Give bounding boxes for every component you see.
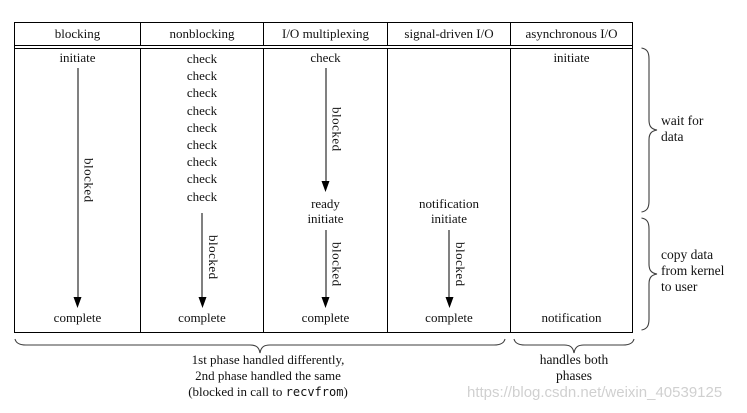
wait-for-data-brace	[641, 47, 658, 213]
blocked-label: blocked	[329, 242, 345, 287]
column-header-multiplexing: I/O multiplexing	[264, 23, 388, 45]
copy-data-label: copy data from kernel to user	[661, 247, 725, 294]
multiplexing-initiate-label: initiate	[307, 211, 344, 226]
check-item: check	[186, 68, 218, 84]
column-multiplexing: check blocked ready initiate blocked com…	[264, 49, 388, 332]
blocked-label: blocked	[81, 158, 97, 203]
multiplexing-ready-label: ready	[311, 196, 340, 211]
check-item: check	[186, 154, 218, 170]
down-arrow	[73, 68, 82, 308]
copy-data-brace	[641, 217, 658, 331]
down-arrow	[198, 213, 207, 308]
nonblocking-complete-label: complete	[178, 310, 226, 325]
signal-initiate-label: initiate	[430, 211, 468, 226]
io-models-table: blocking nonblocking I/O multiplexing si…	[14, 22, 633, 333]
check-item: check	[186, 119, 218, 135]
async-initiate-label: initiate	[553, 50, 590, 65]
column-header-signal-driven: signal-driven I/O	[388, 23, 511, 45]
check-item: check	[186, 85, 218, 101]
blocked-label: blocked	[206, 235, 221, 280]
column-blocking: initiate blocked complete	[15, 49, 141, 332]
table-body: initiate blocked complete check check ch…	[15, 49, 632, 332]
signal-notification-label: notification	[419, 196, 479, 211]
column-asynchronous: initiate notification	[511, 49, 632, 332]
table-header-row: blocking nonblocking I/O multiplexing si…	[15, 23, 632, 49]
column-header-asynchronous: asynchronous I/O	[525, 26, 618, 41]
async-column-brace	[513, 338, 635, 354]
blocking-complete-label: complete	[53, 310, 102, 325]
blocking-initiate-label: initiate	[59, 50, 96, 65]
multiplexing-complete-label: complete	[301, 310, 350, 325]
column-nonblocking: check check check check check check chec…	[141, 49, 264, 332]
check-list: check check check check check check chec…	[141, 50, 263, 205]
down-arrow	[445, 230, 454, 308]
check-item: check	[186, 102, 218, 118]
caption-line3: (blocked in call to recvfrom)	[188, 384, 348, 399]
caption-line1: 1st phase handled differently,	[191, 352, 345, 367]
handles-both-phases-caption: handles both phases	[539, 352, 609, 383]
first-four-columns-brace	[14, 338, 506, 354]
column-signal-driven: notification initiate blocked complete	[388, 49, 511, 332]
check-item: check	[186, 51, 218, 66]
async-notification-label: notification	[541, 310, 602, 325]
wait-for-data-label: wait for data	[661, 113, 704, 144]
check-item: check	[186, 137, 218, 153]
check-item: check	[186, 188, 218, 204]
caption-line2: 2nd phase handled the same	[195, 368, 341, 383]
multiplexing-check-label: check	[310, 50, 341, 65]
blocked-label: blocked	[453, 242, 468, 287]
check-item: check	[186, 171, 218, 187]
column-header-nonblocking: nonblocking	[141, 23, 264, 45]
recvfrom-code: recvfrom	[285, 385, 344, 399]
column-header-blocking: blocking	[15, 23, 141, 45]
blocked-label: blocked	[329, 107, 345, 152]
phases-caption: 1st phase handled differently, 2nd phase…	[118, 352, 418, 400]
watermark-url: https://blog.csdn.net/weixin_40539125	[467, 384, 723, 401]
down-arrow	[321, 68, 330, 192]
signal-complete-label: complete	[425, 310, 473, 325]
down-arrow	[321, 230, 330, 308]
